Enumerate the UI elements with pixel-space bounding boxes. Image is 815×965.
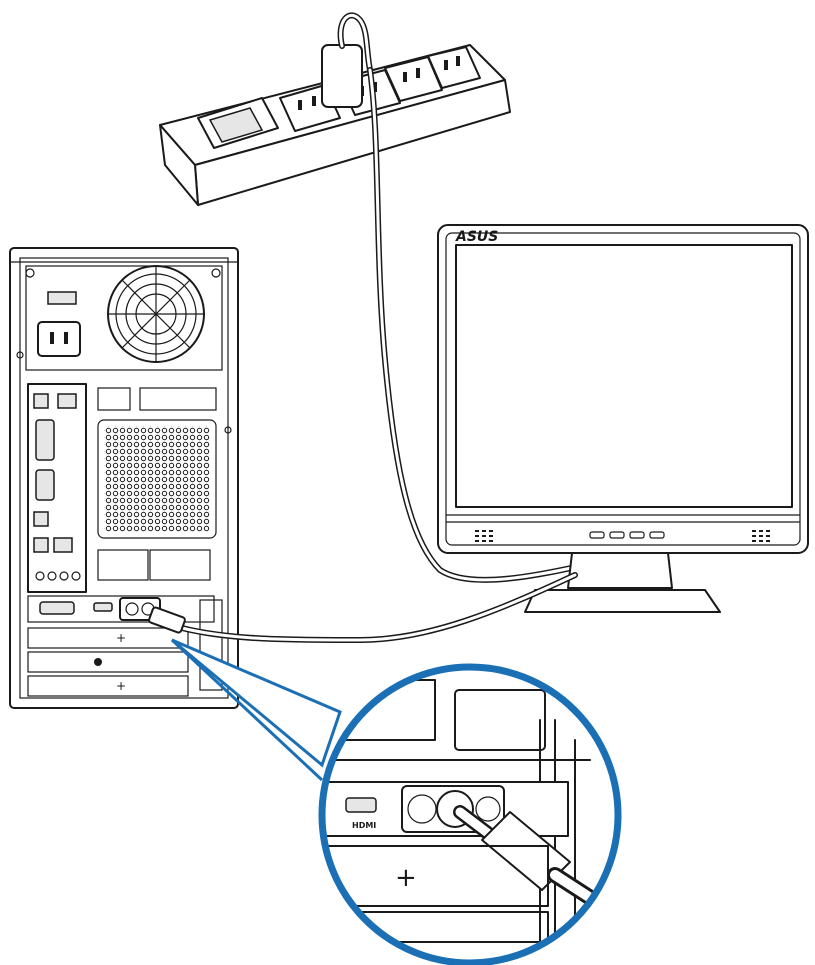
- monitor-power-cable: [367, 67, 588, 583]
- svg-text:+: +: [395, 863, 417, 893]
- monitor-brand-label: ASUS: [455, 229, 498, 245]
- speaker-grille-right: [752, 530, 770, 542]
- speaker-grille-left: [475, 530, 493, 542]
- power-strip: [159, 12, 511, 206]
- monitor: ASUS: [437, 224, 809, 613]
- zoom-callout: HDMI +: [170, 638, 622, 965]
- pc-tower-rear: + +: [9, 247, 239, 709]
- case-vent: [97, 419, 217, 539]
- power-plug: [321, 12, 373, 108]
- power-outlet: [384, 56, 443, 102]
- monitor-stand: [524, 552, 721, 613]
- video-cable: [148, 572, 578, 643]
- svg-text:+: +: [116, 679, 126, 693]
- power-switch: [197, 97, 279, 149]
- monitor-buttons: [589, 531, 665, 539]
- expansion-slots: + +: [27, 627, 189, 697]
- svg-text:+: +: [116, 631, 126, 645]
- monitor-screen: [455, 244, 793, 508]
- svg-text:HDMI: HDMI: [352, 821, 376, 830]
- power-outlet: [427, 46, 481, 89]
- power-supply-unit: [25, 265, 223, 371]
- hdmi-port: HDMI: [345, 797, 377, 830]
- io-panel: [27, 383, 87, 593]
